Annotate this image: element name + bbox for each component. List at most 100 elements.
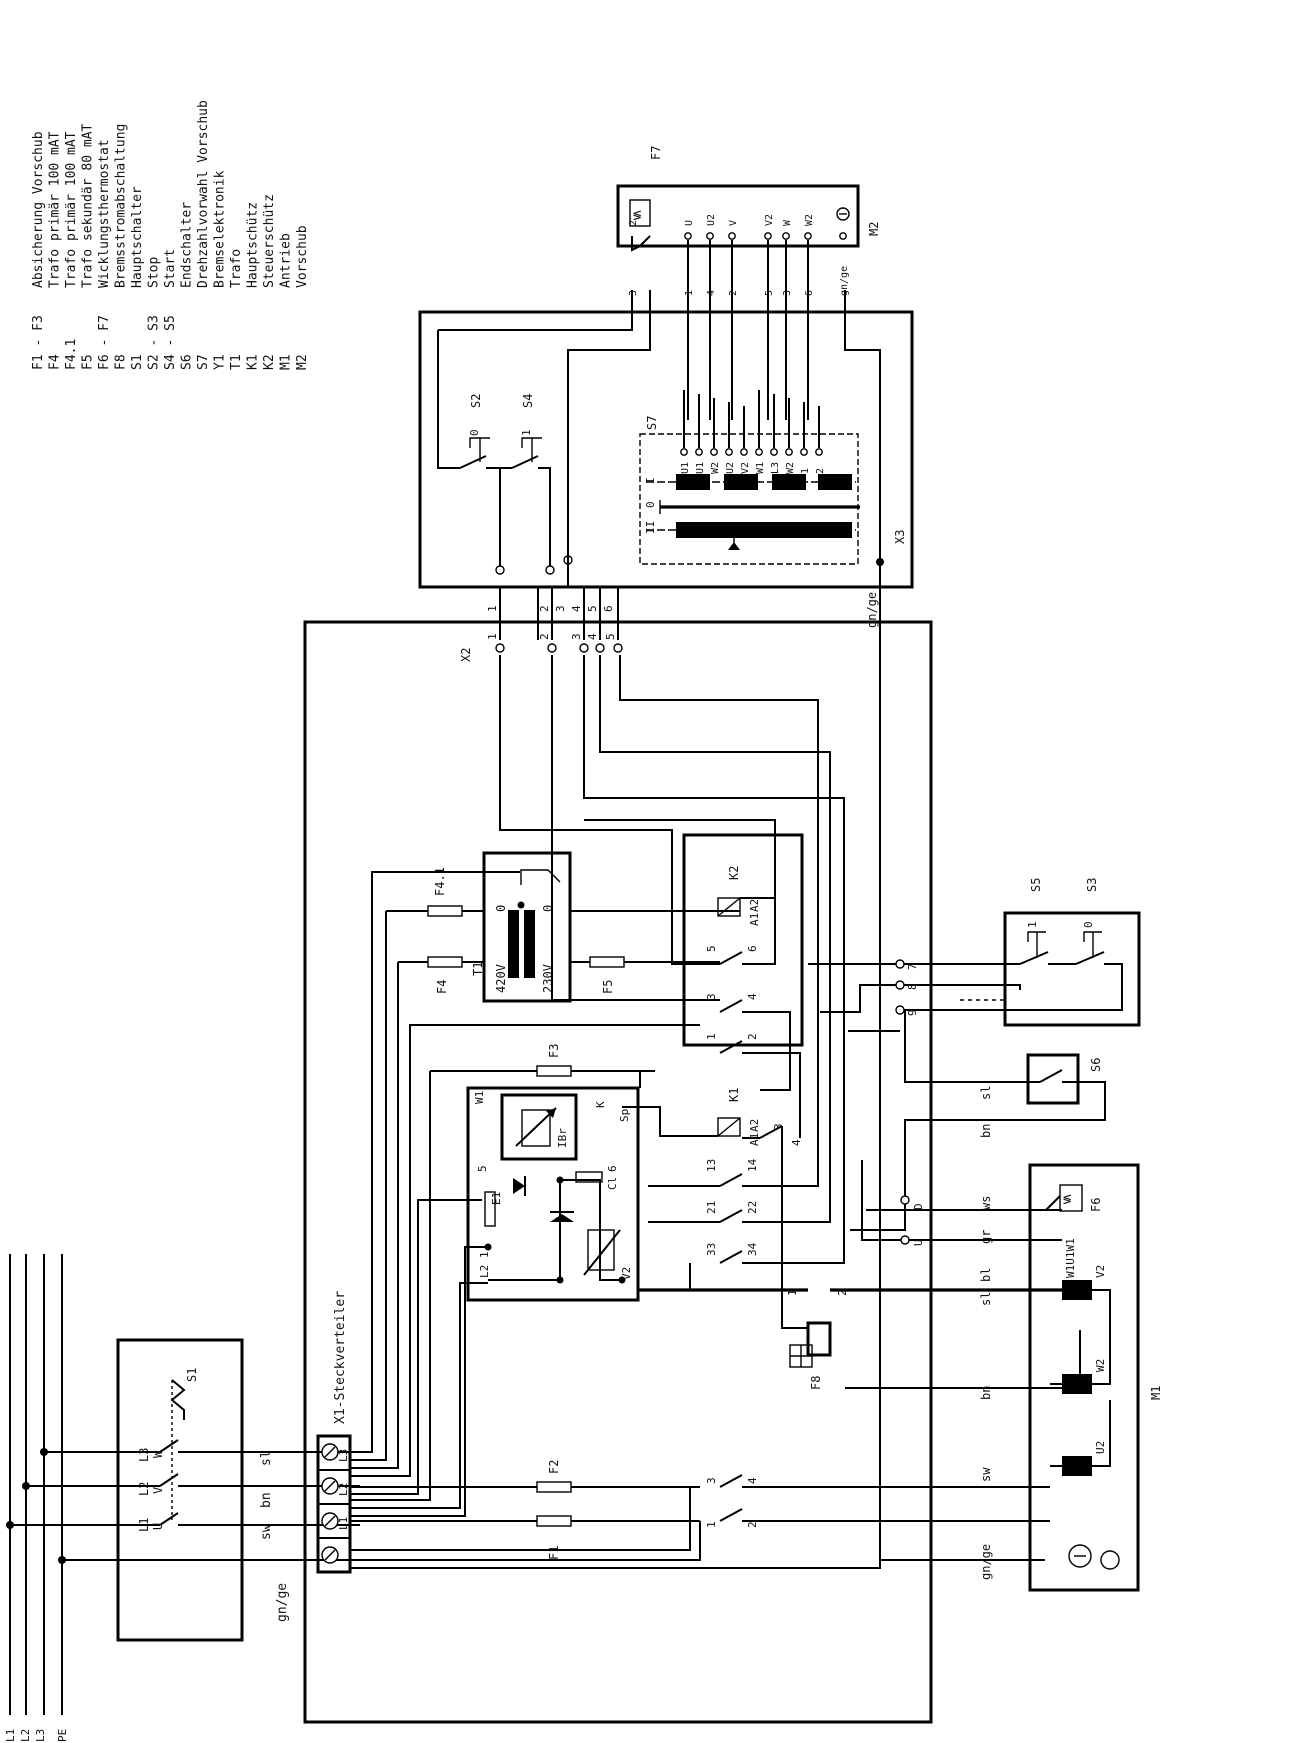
s7-terminal-point	[740, 448, 748, 456]
x1-label-l2: L2	[337, 1483, 350, 1496]
s7-terminal-label: 2	[815, 468, 826, 474]
cable-num-9: 9	[906, 1009, 919, 1016]
brake-electronics-y1: IBr W1 5 6 Cl E1 K Sp L2 1 V2	[466, 1086, 640, 1302]
s4-label: S4	[521, 394, 535, 408]
k2-contact-1: 1	[705, 1033, 718, 1040]
k1-contact-22: 22	[746, 1201, 759, 1214]
m2-terminal-number: 5	[764, 290, 775, 296]
m2-terminal-label: V2	[764, 214, 775, 226]
legend-code: F8	[114, 354, 129, 370]
k2-contact-6: 6	[746, 945, 759, 952]
legend-code: S1	[130, 354, 145, 370]
s3-position: 0	[1082, 921, 1095, 928]
legend-text: Stop	[147, 257, 162, 288]
s1-terminal-u: U	[151, 1523, 165, 1530]
m1-label: M1	[1149, 1386, 1163, 1400]
m2-terminal-number: 3	[628, 290, 639, 296]
m2-terminal-point	[684, 232, 692, 240]
cable-num-3: 3	[554, 605, 567, 612]
supply-label-l3: L3	[34, 1729, 47, 1742]
s1-terminal-l3: L3	[137, 1448, 151, 1462]
s2-label: S2	[469, 394, 483, 408]
m2-terminal-number: 1	[684, 290, 695, 296]
s7-terminal-point	[680, 448, 688, 456]
legend-code: T1	[229, 354, 244, 370]
legend-text: Trafo primär 100 mAT	[64, 131, 79, 288]
k1-a2: A2	[748, 1119, 761, 1132]
t1-label: T1	[471, 962, 485, 976]
t1-zero-right: 0	[541, 905, 555, 912]
s1-terminal-v: V	[151, 1487, 165, 1494]
fuse-f2-label: F2	[547, 1460, 561, 1474]
m2-terminal-point	[839, 232, 847, 240]
x2-pin-3: 3	[570, 633, 583, 640]
legend-code: F1 - F3	[31, 315, 46, 370]
k1-contact-3-lower: 3	[705, 1477, 718, 1484]
fuse-f41-label: F4.1	[433, 867, 447, 896]
s7-terminal-label: L3	[770, 462, 781, 474]
cable-num-5: 5	[586, 605, 599, 612]
f8-terminal-1: 1	[786, 1289, 799, 1296]
cable-num-2: 2	[538, 605, 551, 612]
s1-terminal-l2: L2	[137, 1482, 151, 1496]
s7-terminal-label: W2	[710, 462, 721, 474]
fuse-f1-label: F1	[547, 1546, 561, 1560]
k1-label: K1	[727, 1088, 741, 1102]
wire-label-gnge-top: gn/ge	[865, 592, 879, 628]
f8-label: F8	[809, 1376, 823, 1390]
legend-text: Trafo primär 100 mAT	[48, 131, 63, 288]
feed-control-box: 1 2 3 4 5 6 gn/ge S2 0 S4 1	[418, 290, 914, 640]
k1-contact-34: 34	[746, 1242, 759, 1256]
legend-text: Drehzahlvorwahl Vorschub	[196, 100, 211, 288]
cable-num-6: 6	[602, 605, 615, 612]
cable-num-7: 7	[906, 963, 919, 970]
wire-label-bn-m1: bn	[979, 1386, 993, 1400]
k1-contact-4-upper: 4	[790, 1139, 803, 1146]
legend-code: K2	[262, 354, 277, 370]
k1-contact-13: 13	[705, 1159, 718, 1172]
s7-terminal-label: W1	[755, 462, 766, 474]
s4-position: 1	[520, 429, 533, 436]
s7-terminal-point	[815, 448, 823, 456]
m2-terminal-point	[764, 232, 772, 240]
fuses: F4.1 F4 F5 F3 F2 F1	[350, 867, 700, 1560]
k1-contact-2-lower: 2	[746, 1521, 759, 1528]
s7-terminal-point	[695, 448, 703, 456]
s5-label: S5	[1029, 878, 1043, 892]
supply-label-pe: PE	[56, 1729, 69, 1742]
legend-code: F6 - F7	[97, 315, 112, 370]
x3-label: X3	[893, 530, 907, 544]
k2-label: K2	[727, 866, 741, 880]
y1-terminal-w1: W1	[473, 1091, 486, 1104]
m1-terminal-v2: V2	[1094, 1265, 1107, 1278]
m2-terminal-number: 3	[782, 290, 793, 296]
m2-terminal-label: W2	[804, 214, 815, 226]
y1-terminal-sp: Sp	[618, 1109, 631, 1122]
s5-position: 1	[1026, 921, 1039, 928]
cable-num-1: 1	[486, 605, 499, 612]
x1-terminal-strip: L3 L2 L1 X1-Steckverteiler	[316, 1291, 352, 1574]
f7-label: F7	[649, 146, 663, 160]
k1-contact-14: 14	[746, 1158, 759, 1172]
s2-position: 0	[468, 429, 481, 436]
k1-contact-3-upper: 3	[772, 1123, 785, 1130]
s3-label: S3	[1085, 878, 1099, 892]
wire-label-sl-m1: sl	[979, 1292, 993, 1306]
legend-code: S4 - S5	[163, 315, 178, 370]
legend-text: Hauptschalter	[130, 186, 145, 288]
s7-pos-0: 0	[644, 501, 657, 508]
wire-label-gr: gr	[979, 1230, 993, 1244]
s7-terminal-label: U1	[695, 462, 706, 474]
s7-terminal-point	[785, 448, 793, 456]
x2-connector: X2 1 2 3 4 5	[459, 633, 623, 662]
m2-terminal-number: 4	[706, 290, 717, 296]
wire-label-sl: sl	[259, 1450, 274, 1466]
s6-label: S6	[1089, 1058, 1103, 1072]
legend-text: Antrieb	[279, 233, 294, 288]
m1-terminal-d: D	[912, 1203, 925, 1210]
k1-contact-33: 33	[705, 1243, 718, 1256]
k2-contact-4: 4	[746, 993, 759, 1000]
m2-terminal-point	[706, 232, 714, 240]
